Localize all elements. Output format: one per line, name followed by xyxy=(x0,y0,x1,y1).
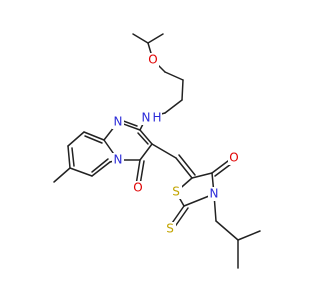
bond xyxy=(181,79,184,101)
bond xyxy=(53,167,71,183)
svg-text:S: S xyxy=(166,222,174,236)
bond xyxy=(132,33,149,44)
ether-oxygen: O xyxy=(147,53,159,67)
bond xyxy=(173,207,189,229)
amine-nitrogen: N H xyxy=(140,111,162,125)
bond xyxy=(137,132,149,145)
svg-text:O: O xyxy=(229,151,238,165)
amine-hydrogen: H xyxy=(152,111,161,125)
thiazolidinone-oxygen: O xyxy=(228,151,240,165)
bond xyxy=(151,143,177,159)
bridgehead-nitrogen: N xyxy=(112,153,124,167)
bond xyxy=(83,131,105,141)
bond xyxy=(71,147,75,167)
bond xyxy=(135,159,141,186)
bond xyxy=(164,71,184,81)
svg-text:N: N xyxy=(114,153,123,167)
bond xyxy=(91,158,109,173)
bond xyxy=(147,33,164,44)
molecule-structure: O N H N N O O S N xyxy=(53,33,261,269)
bond xyxy=(67,145,71,169)
svg-text:S: S xyxy=(172,185,180,199)
svg-text:O: O xyxy=(133,181,142,195)
bond xyxy=(139,143,153,161)
thiazolidinone-nitrogen: N xyxy=(208,187,220,201)
svg-text:N: N xyxy=(210,187,219,201)
bond xyxy=(215,220,239,241)
ring-sulfur: S xyxy=(170,185,182,199)
svg-text:O: O xyxy=(148,53,157,67)
bond xyxy=(164,99,183,114)
bond xyxy=(178,154,196,176)
atom-labels: O N H N N O O S N xyxy=(112,53,240,236)
thione-sulfur: S xyxy=(164,222,176,236)
pyrimidine-nitrogen: N xyxy=(112,115,124,129)
bond xyxy=(139,129,153,145)
bond xyxy=(237,230,261,241)
bond xyxy=(69,167,93,177)
svg-text:N: N xyxy=(114,115,123,129)
ring-carbonyl-oxygen: O xyxy=(132,181,144,195)
bond xyxy=(175,157,193,179)
bond xyxy=(191,172,213,179)
svg-text:N: N xyxy=(142,111,151,125)
bond xyxy=(91,161,111,177)
bond xyxy=(67,131,85,147)
bond xyxy=(84,135,103,144)
